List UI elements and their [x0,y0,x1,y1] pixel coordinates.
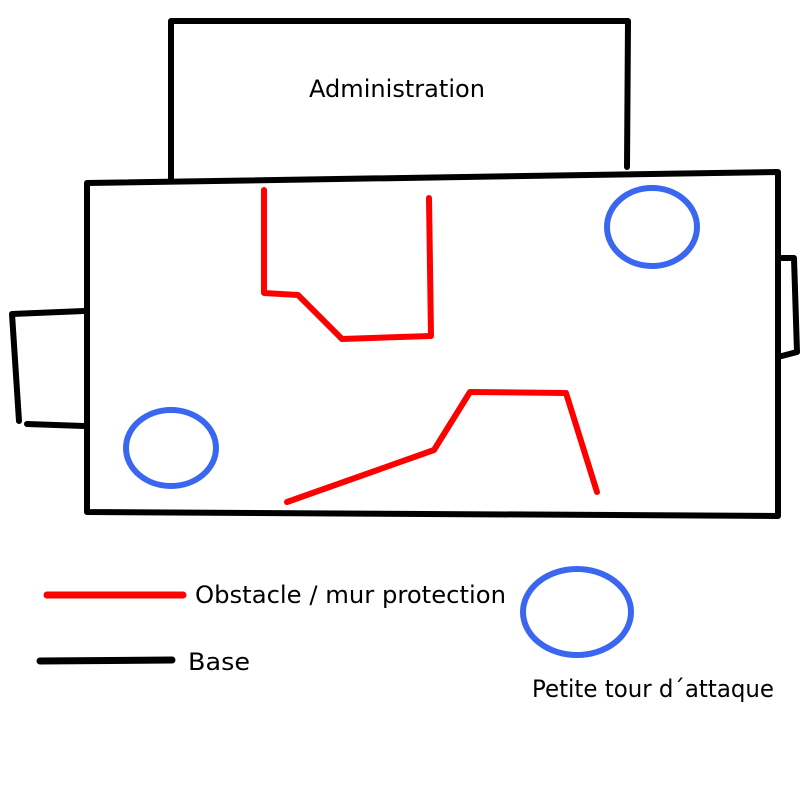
tower-bottom-left [123,407,219,489]
legend-tower-swatch [520,566,634,658]
tower-top-right [604,185,700,269]
administration-building [168,18,631,181]
obstacles [261,187,600,505]
legend-tower-label: Petite tour d´attaque [532,675,774,703]
base-walls [9,18,800,519]
obstacle-wall-bottom [284,389,600,505]
right-annex [775,255,800,360]
legend-base-label: Base [188,648,250,676]
left-annex-bottom [24,421,87,429]
legend-base-swatch [36,656,176,665]
legend-obstacle-label: Obstacle / mur protection [195,581,506,609]
administration-label: Administration [309,75,485,103]
obstacle-wall-top [261,187,434,342]
main-base-outline [84,169,781,519]
attack-towers [123,185,700,489]
left-annex [9,308,87,424]
legend: Obstacle / mur protection Base Petite to… [36,566,774,703]
